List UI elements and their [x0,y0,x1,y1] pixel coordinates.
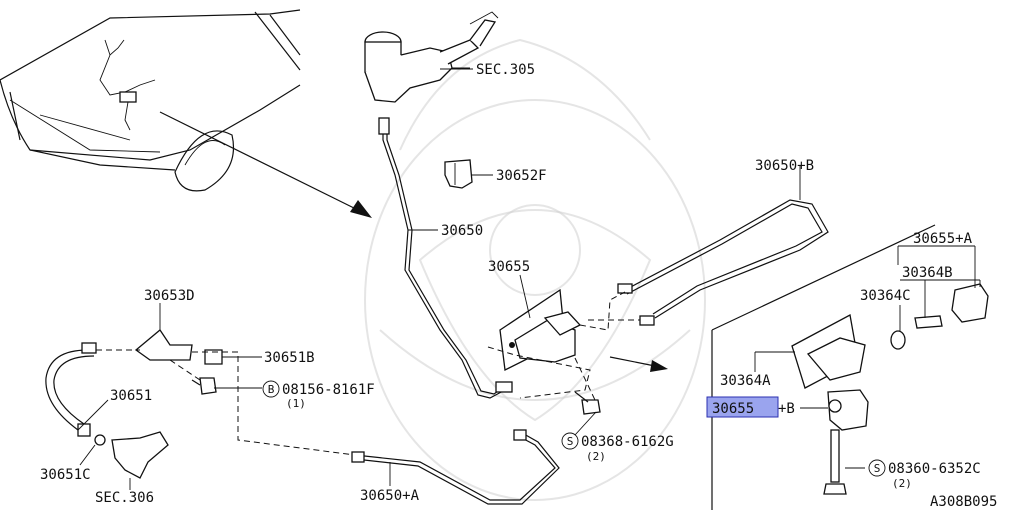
label-bolt-08156-qty: (1) [286,397,306,410]
label-bolt-08368-qty: (2) [586,450,606,463]
clutch-pipe-30650 [378,117,513,399]
label-bolt-08368[interactable]: 08368-6162G [581,434,674,450]
label-30364c[interactable]: 30364C [860,288,911,304]
label-30651c[interactable]: 30651C [40,467,91,483]
label-bolt-08156[interactable]: 08156-8161F [282,382,375,398]
master-cylinder [364,11,499,103]
clip-30652f [444,159,473,189]
bolt-08156 [191,377,217,395]
stud-30364b [914,315,943,329]
vehicle-front-illustration [0,9,301,192]
label-30655a[interactable]: 30655+A [913,231,973,247]
label-30652f[interactable]: 30652F [496,168,547,184]
label-30655-suffix: +B [778,401,795,417]
pointer-arrow-main [159,111,372,218]
clutch-pipe-30650a [351,429,560,505]
label-30655-highlighted[interactable]: 30655 [712,401,754,417]
label-30655[interactable]: 30655 [488,259,530,275]
pointer-arrow-detail [609,356,668,372]
bracket-30655 [499,288,582,371]
slave-cylinder [111,431,169,479]
label-sec306[interactable]: SEC.306 [95,490,154,506]
washer-30651c [94,434,106,446]
bushing-30364c [890,330,906,350]
leader-lines [77,68,981,490]
detail-frame [711,224,936,510]
label-30364a[interactable]: 30364A [720,373,771,389]
label-30650a[interactable]: 30650+A [360,488,420,504]
marker-s1-letter: S [567,435,574,448]
bolt-08368 [574,391,601,415]
label-30651b[interactable]: 30651B [264,350,315,366]
label-bolt-08360-qty: (2) [892,477,912,490]
marker-s1: S [561,432,579,450]
watermark-emblem [364,38,706,501]
bolt-08360 [823,429,847,495]
marker-b-letter: B [268,383,275,396]
label-bolt-08360[interactable]: 08360-6352C [888,461,981,477]
marker-b: B [262,380,280,398]
label-30651[interactable]: 30651 [110,388,152,404]
block-30655-detail [827,389,869,431]
label-30650b[interactable]: 30650+B [755,158,814,174]
bracket-30653d [134,329,193,361]
label-30650[interactable]: 30650 [441,223,483,239]
label-sec305[interactable]: SEC.305 [476,62,535,78]
bracket-30364a [791,314,866,389]
clip-30651b [204,349,223,365]
highlight-30655 [706,396,779,418]
block-30655a [951,283,989,323]
marker-s2-letter: S [874,462,881,475]
label-30653d[interactable]: 30653D [144,288,195,304]
marker-s2: S [868,459,886,477]
label-30364b[interactable]: 30364B [902,265,953,281]
diagram-code: A308B095 [930,494,997,510]
hose-30651 [45,342,97,437]
